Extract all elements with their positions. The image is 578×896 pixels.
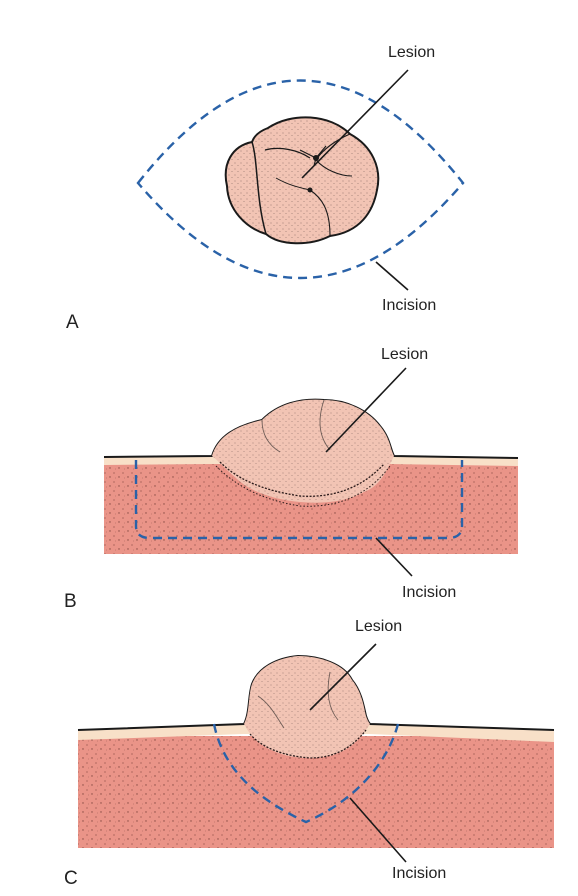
panel-a-illustration [136,69,465,291]
panel-c: Lesion Incision C [0,612,578,896]
panel-letter-a: A [66,312,79,333]
lesion-label-b: Lesion [381,346,429,363]
panel-b: Lesion Incision B [0,340,578,620]
incision-outline-c [212,723,400,824]
lesion-leader-line-a [301,69,409,179]
lesion-label-a: Lesion [388,44,436,61]
incision-leader-line-a [375,261,409,291]
panel-letter-c: C [64,868,78,889]
lesion-label-c: Lesion [355,618,403,635]
lesion-top-view [224,116,380,245]
panel-a: Lesion Incision A [0,0,578,340]
lesion-leader-line-b [325,367,407,453]
incision-label-c: Incision [392,865,447,882]
lesion-cross-section-b [212,399,394,507]
lesion-leader-line-c [309,643,377,711]
incision-leader-line-b [375,537,413,577]
panel-letter-b: B [64,591,77,612]
incision-ellipse [136,79,465,280]
panel-b-illustration [103,367,519,577]
incision-label-b: Incision [402,584,457,601]
lesion-cross-section-c [244,656,370,759]
incision-label-a: Incision [382,297,437,314]
incision-leader-line-c [349,797,407,863]
panel-c-illustration [77,643,555,863]
